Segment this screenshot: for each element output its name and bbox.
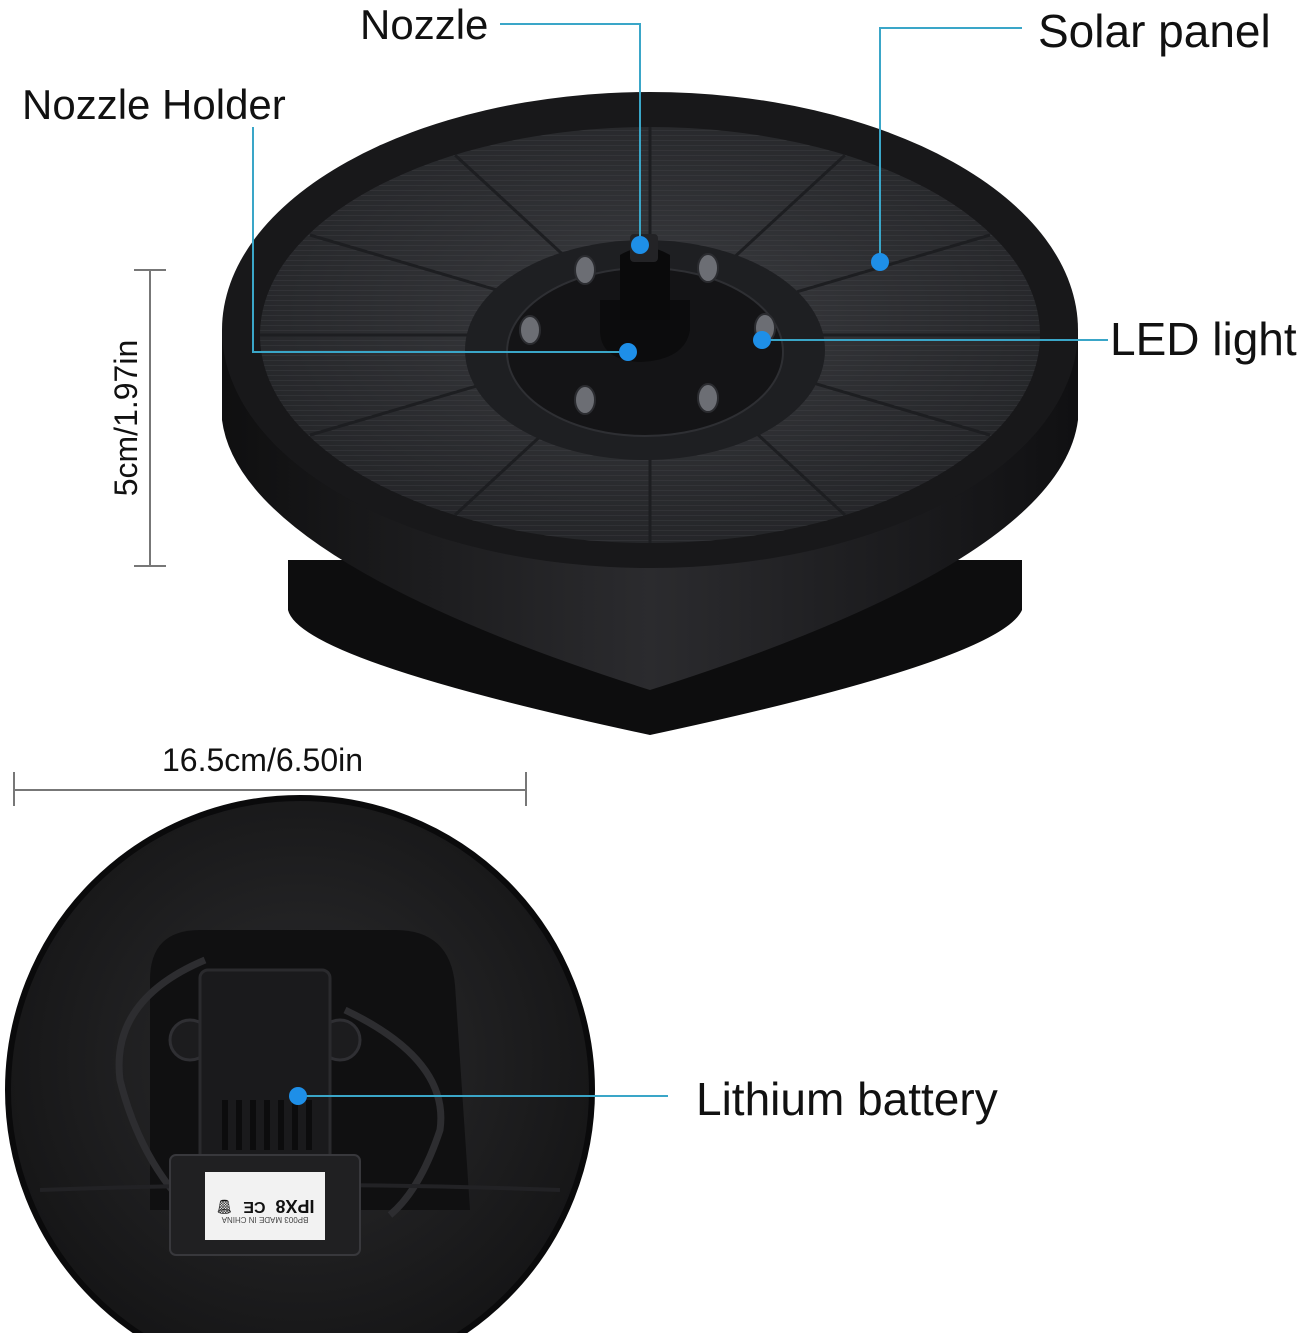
dimension-lines: [13, 269, 527, 806]
callout-dots: [289, 236, 889, 1105]
label-nozzle-holder: Nozzle Holder: [22, 81, 286, 128]
sticker-model: BP003: [284, 1215, 309, 1224]
callout-dot-icon: [871, 253, 889, 271]
label-lithium-battery: Lithium battery: [696, 1073, 998, 1125]
battery-vents: [222, 1100, 312, 1150]
ce-mark-icon: CE: [243, 1198, 266, 1215]
spec-sticker-text: IPX8 CE 🗑: [205, 1172, 325, 1240]
ipx-rating: IPX8: [275, 1196, 315, 1217]
dimension-height-label: 5cm/1.97in: [108, 339, 144, 497]
sticker-small-text: BP003 MADE IN CHINA: [205, 1215, 325, 1224]
sticker-origin: MADE IN CHINA: [221, 1215, 283, 1224]
nozzle: [620, 247, 670, 320]
callout-dot-icon: [631, 236, 649, 254]
callout-dot-icon: [619, 343, 637, 361]
power-cable: [115, 956, 445, 1218]
label-solar-panel: Solar panel: [1038, 5, 1271, 57]
spec-sticker: [205, 1172, 325, 1240]
bin-icon: 🗑: [215, 1198, 234, 1214]
callout-dot-icon: [753, 331, 771, 349]
fountain-bottom-view: [5, 795, 595, 1333]
label-nozzle: Nozzle: [360, 1, 489, 48]
callout-lines: [252, 23, 1108, 1097]
callout-dot-icon: [289, 1087, 307, 1105]
led-lights: [519, 253, 776, 415]
fountain-top-view: [222, 92, 1078, 735]
dimension-width-label: 16.5cm/6.50in: [162, 742, 364, 778]
label-led-light: LED light: [1110, 313, 1297, 365]
